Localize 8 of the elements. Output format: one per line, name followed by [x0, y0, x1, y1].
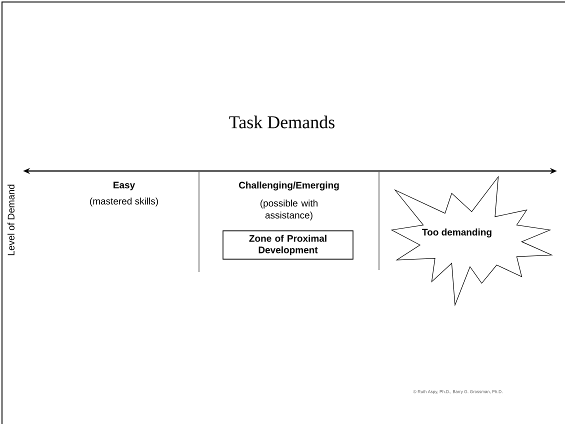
title: Task Demands — [229, 116, 334, 128]
zone-box: Zone of Proximal Development — [222, 230, 354, 260]
starburst: Too demanding — [390, 176, 553, 306]
axis-label: Level of Demand — [8, 184, 14, 256]
column-note: (mastered skills) — [90, 198, 158, 206]
column-heading: Easy — [114, 182, 136, 190]
column-heading: Challenging/Emerging — [239, 182, 339, 190]
column-note: (possible with assistance) — [260, 200, 318, 220]
